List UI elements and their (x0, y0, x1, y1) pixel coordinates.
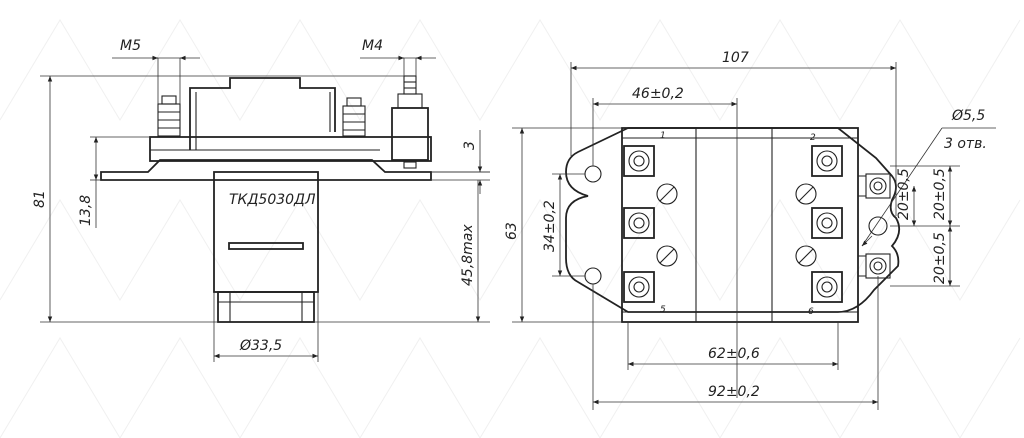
terminal-nut-1 (623, 145, 655, 177)
dim-hole-count: 3 отв. (944, 136, 987, 152)
dim-m5: M5 (120, 38, 141, 54)
terminal-nut-5 (623, 271, 655, 303)
terminal-nut-4 (811, 207, 843, 239)
dim-63: 63 (504, 222, 520, 240)
side-m4-block (391, 107, 429, 161)
dim-46: 46±0,2 (632, 86, 684, 102)
small-terminal-bottom (865, 253, 891, 279)
dim-92: 92±0,2 (708, 384, 760, 400)
terminal-number-5: 5 (660, 305, 666, 315)
terminal-number-1: 1 (660, 131, 666, 141)
body-label: ТКД5030ДЛ (229, 192, 316, 208)
terminal-number-6: 6 (808, 307, 814, 317)
dim-20-upper-inner: 20±0,5 (896, 168, 912, 220)
mount-hole-bottom (584, 267, 602, 285)
side-coil-body (213, 171, 319, 293)
dim-81: 81 (32, 190, 48, 208)
dim-13-8: 13,8 (78, 195, 94, 226)
terminal-nut-2 (811, 145, 843, 177)
top-view: 1 2 5 6 107 46±0,2 63 34±0,2 Ø5,5 3 отв. (504, 50, 996, 410)
dim-20-lower: 20±0,5 (932, 232, 948, 284)
dim-107: 107 (722, 50, 749, 66)
side-core (217, 291, 315, 323)
side-m5-stud (157, 95, 181, 137)
terminal-nut-6 (811, 271, 843, 303)
dim-m4: M4 (362, 38, 383, 54)
side-base-plate (149, 136, 432, 162)
small-terminal-top (865, 173, 891, 199)
dim-20-upper: 20±0,5 (932, 168, 948, 220)
side-m5-stud-2 (342, 97, 366, 137)
side-view: ТКД5030ДЛ M5 M4 81 13,8 (32, 38, 490, 362)
screw-upper-right (795, 183, 817, 205)
terminal-nut-3 (623, 207, 655, 239)
dim-3: 3 (462, 141, 478, 150)
screw-upper-left (656, 183, 678, 205)
screw-lower-right (795, 245, 817, 267)
side-cap (189, 77, 336, 150)
dim-34: 34±0,2 (542, 200, 558, 252)
dim-diameter-33-5: Ø33,5 (239, 338, 282, 354)
mount-hole-top (584, 165, 602, 183)
dim-45-8max: 45,8max (460, 224, 476, 286)
dim-hole-diameter: Ø5,5 (951, 108, 985, 124)
top-outline (565, 127, 901, 313)
mount-hole-right (868, 216, 888, 236)
screw-lower-left (656, 245, 678, 267)
terminal-number-2: 2 (810, 133, 816, 143)
dim-62: 62±0,6 (708, 346, 760, 362)
side-coil-slot (228, 242, 304, 250)
side-flange (100, 159, 432, 181)
top-center-block (621, 127, 859, 323)
background-pattern (0, 19, 1021, 438)
